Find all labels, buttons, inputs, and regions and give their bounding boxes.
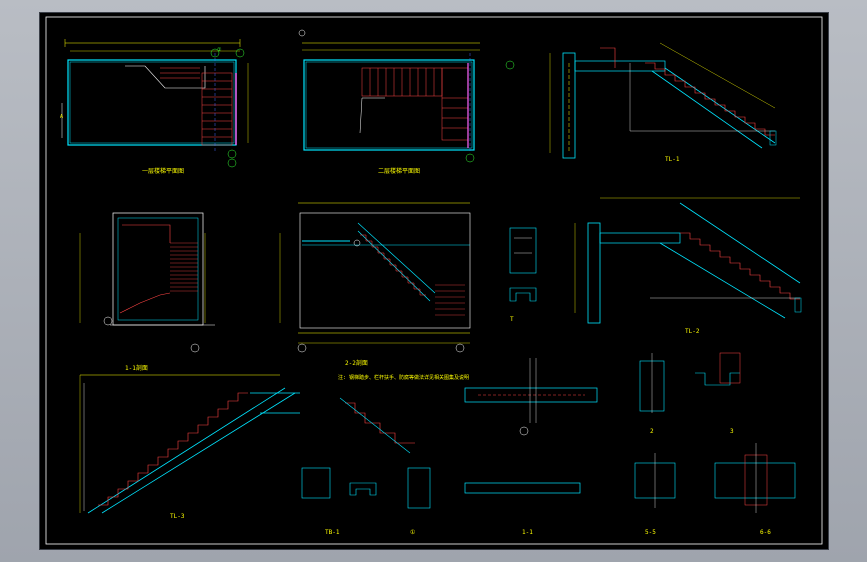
view-tl-2: TL-2 <box>574 197 802 335</box>
view-tl-1: TL-1 <box>549 42 777 163</box>
detail5-title: 3 <box>730 428 734 435</box>
drawing-sheet[interactable]: A ① 一层楼梯平面图 <box>40 13 828 549</box>
detail-tb-1: TB-1 <box>301 467 377 536</box>
view8-title: TL-2 <box>685 328 700 335</box>
axis-1-label: ① <box>217 47 222 53</box>
view2-title: 二层楼梯平面图 <box>378 167 420 175</box>
view-section-middle: 2-2剖面 <box>279 202 471 367</box>
detail-5-5: 5-5 <box>634 453 676 536</box>
view-tl-3: TL-3 <box>79 374 300 520</box>
view6-title: 2-2剖面 <box>345 359 368 367</box>
view5-title: 1-1剖面 <box>125 364 148 372</box>
svg-text:T: T <box>510 316 514 323</box>
detail7-title: 6-6 <box>760 529 771 536</box>
view1-title: 一层楼梯平面图 <box>142 167 184 175</box>
detail4-title: 2 <box>650 428 654 435</box>
view3-title: TL-1 <box>665 156 680 163</box>
detail-circle-1: ① <box>339 397 431 536</box>
view-section-left: 1-1剖面 <box>79 212 215 372</box>
view-second-floor-plan: 二层楼梯平面图 <box>298 29 515 175</box>
detail2-title: ① <box>410 529 415 536</box>
view-ground-floor-plan: A ① 一层楼梯平面图 <box>60 39 249 175</box>
cad-drawing: A ① 一层楼梯平面图 <box>45 16 823 545</box>
detail-beam-section: 1-1 <box>464 358 598 536</box>
view9-title: TL-3 <box>170 513 185 520</box>
detail1-title: TB-1 <box>325 529 340 536</box>
general-note: 注: 钢梯踏步、栏杆扶手、防腐等做法详见相关图集及说明 <box>338 374 469 381</box>
axis-a-label: A <box>60 114 63 120</box>
detail-3: 3 <box>695 352 741 435</box>
sheet-border <box>45 16 823 545</box>
detail3-title: 1-1 <box>522 529 533 536</box>
view-small-section: T <box>509 227 537 323</box>
detail-6-6: 6-6 <box>714 443 796 536</box>
detail-2: 2 <box>639 353 665 435</box>
detail6-title: 5-5 <box>645 529 656 536</box>
